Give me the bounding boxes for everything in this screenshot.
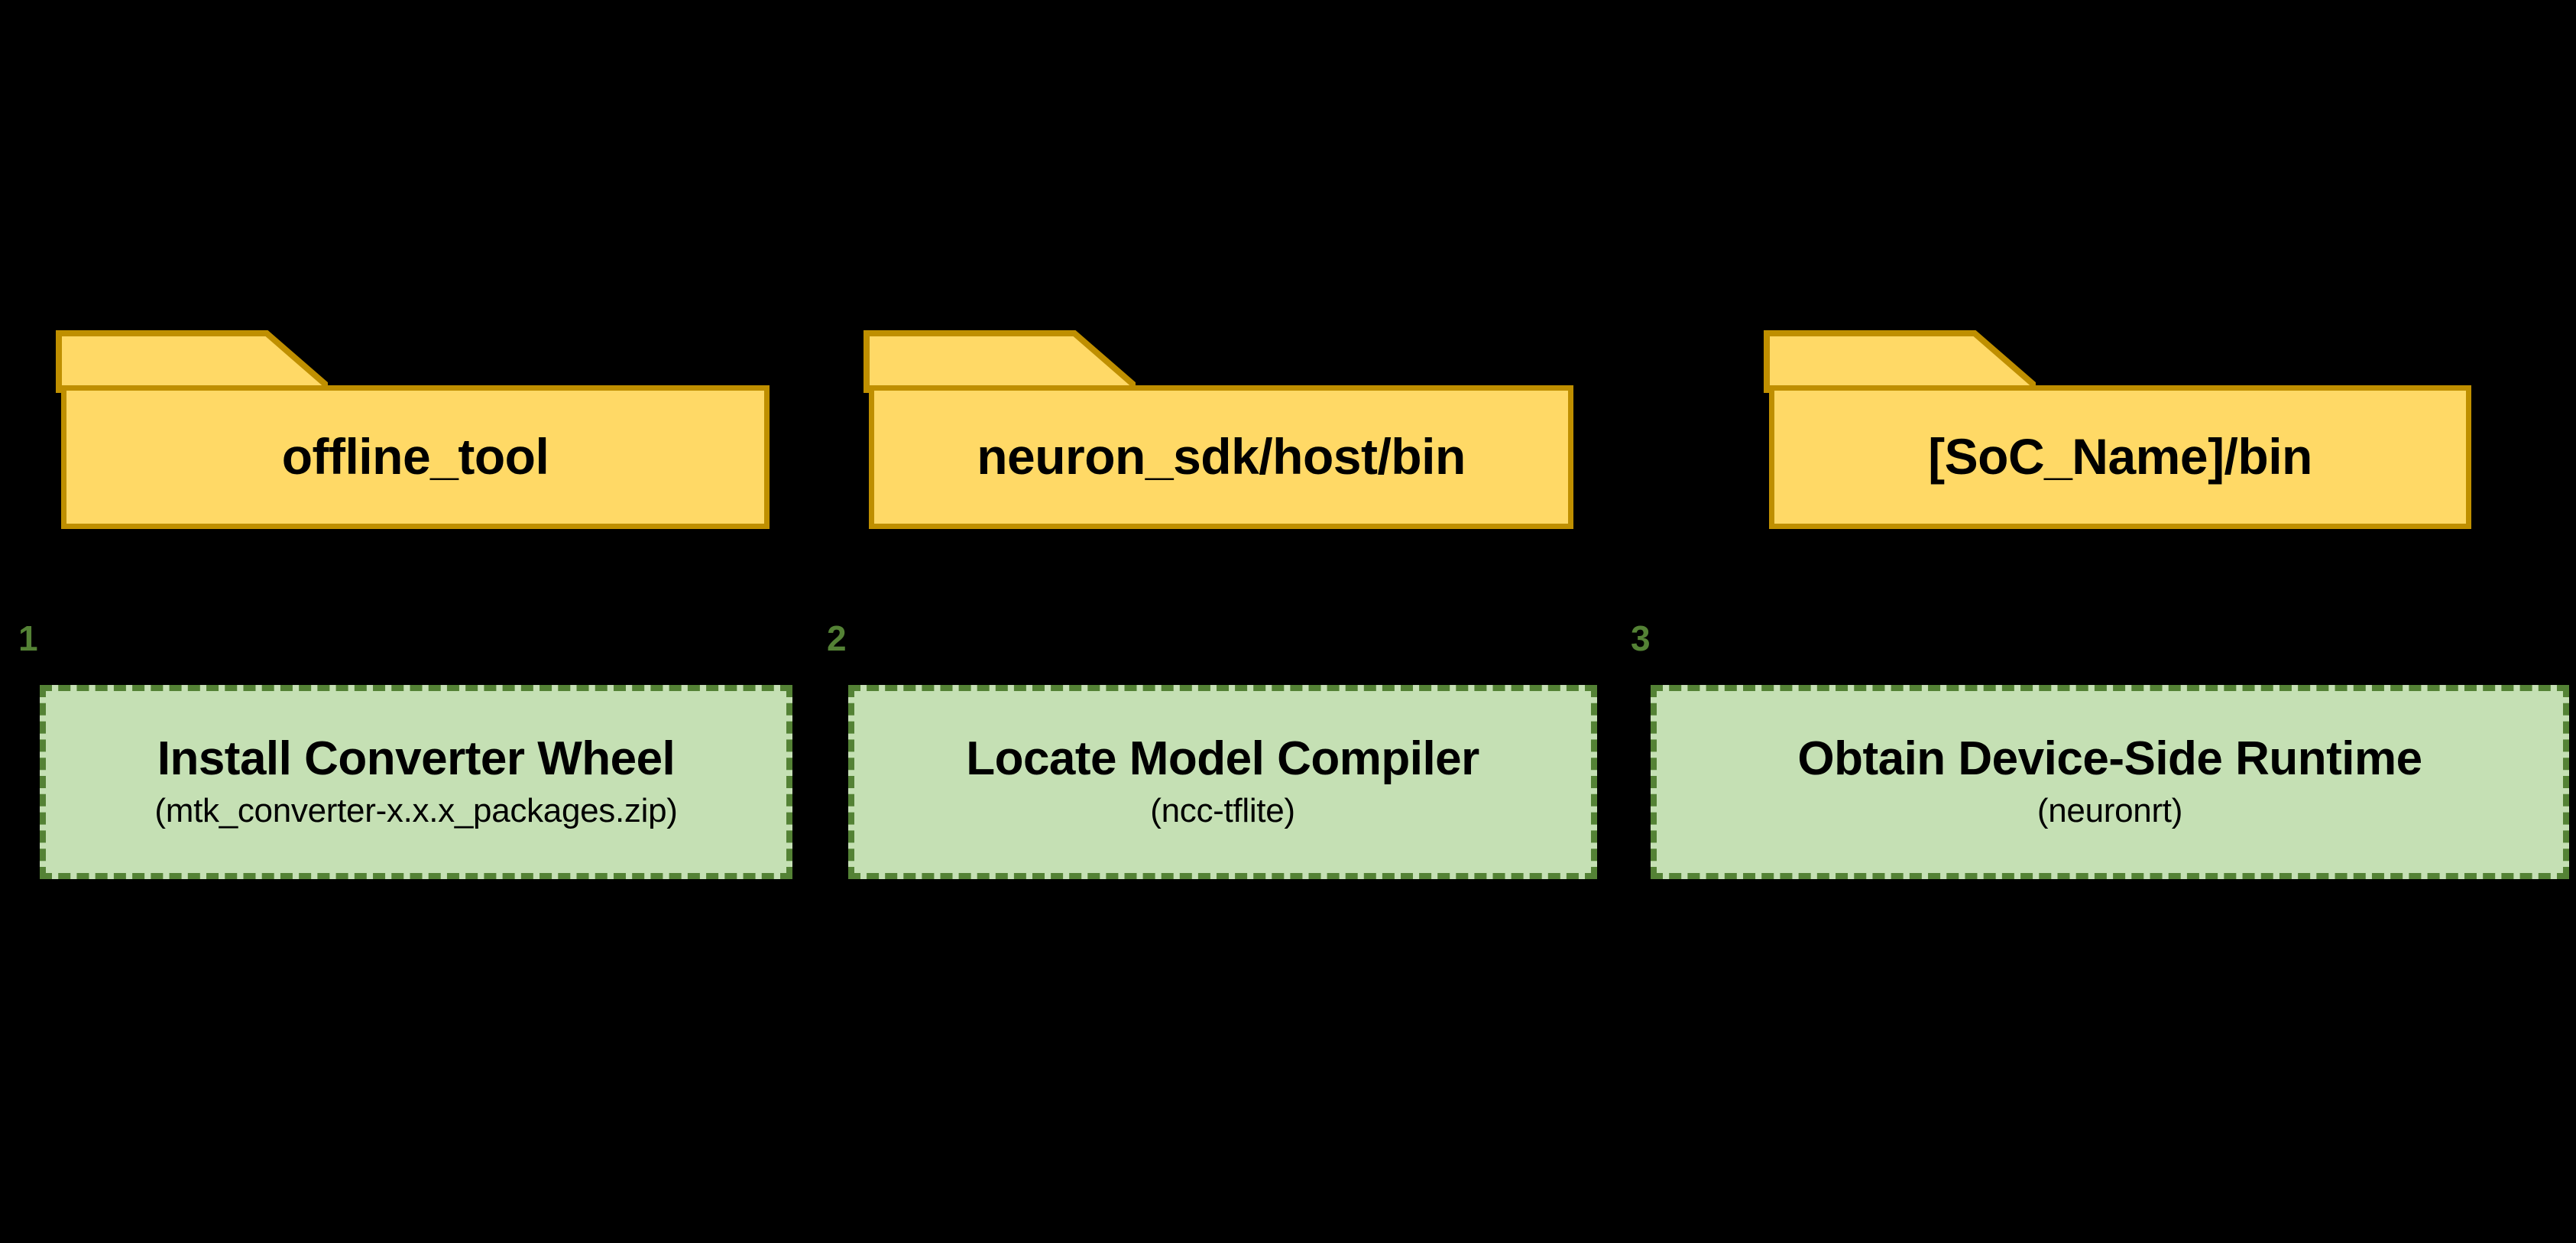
step-box-2[interactable]: Locate Model Compiler (ncc-tflite) (848, 685, 1597, 879)
step-title-3: Obtain Device-Side Runtime (1797, 732, 2422, 786)
step-box-1[interactable]: Install Converter Wheel (mtk_converter-x… (40, 685, 792, 879)
folder-label-2: neuron_sdk/host/bin (977, 428, 1466, 485)
step-number-3: 3 (1631, 618, 1651, 658)
folder-icon-1[interactable]: offline_tool (56, 330, 774, 533)
step-subtitle-1: (mtk_converter-x.x.x_packages.zip) (154, 792, 678, 830)
step-title-2: Locate Model Compiler (966, 732, 1479, 786)
folder-body-3: [SoC_Name]/bin (1769, 385, 2471, 529)
step-number-2: 2 (827, 618, 847, 658)
folder-icon-2[interactable]: neuron_sdk/host/bin (864, 330, 1578, 533)
folder-label-1: offline_tool (281, 428, 549, 485)
folder-icon-3[interactable]: [SoC_Name]/bin (1764, 330, 2476, 533)
step-subtitle-2: (ncc-tflite) (1150, 792, 1295, 830)
step-box-3[interactable]: Obtain Device-Side Runtime (neuronrt) (1651, 685, 2569, 879)
folder-label-3: [SoC_Name]/bin (1928, 428, 2312, 485)
folder-body-1: offline_tool (61, 385, 770, 529)
step-number-1: 1 (18, 618, 38, 658)
step-title-1: Install Converter Wheel (157, 732, 676, 786)
step-subtitle-3: (neuronrt) (2036, 792, 2183, 830)
folder-body-2: neuron_sdk/host/bin (869, 385, 1573, 529)
